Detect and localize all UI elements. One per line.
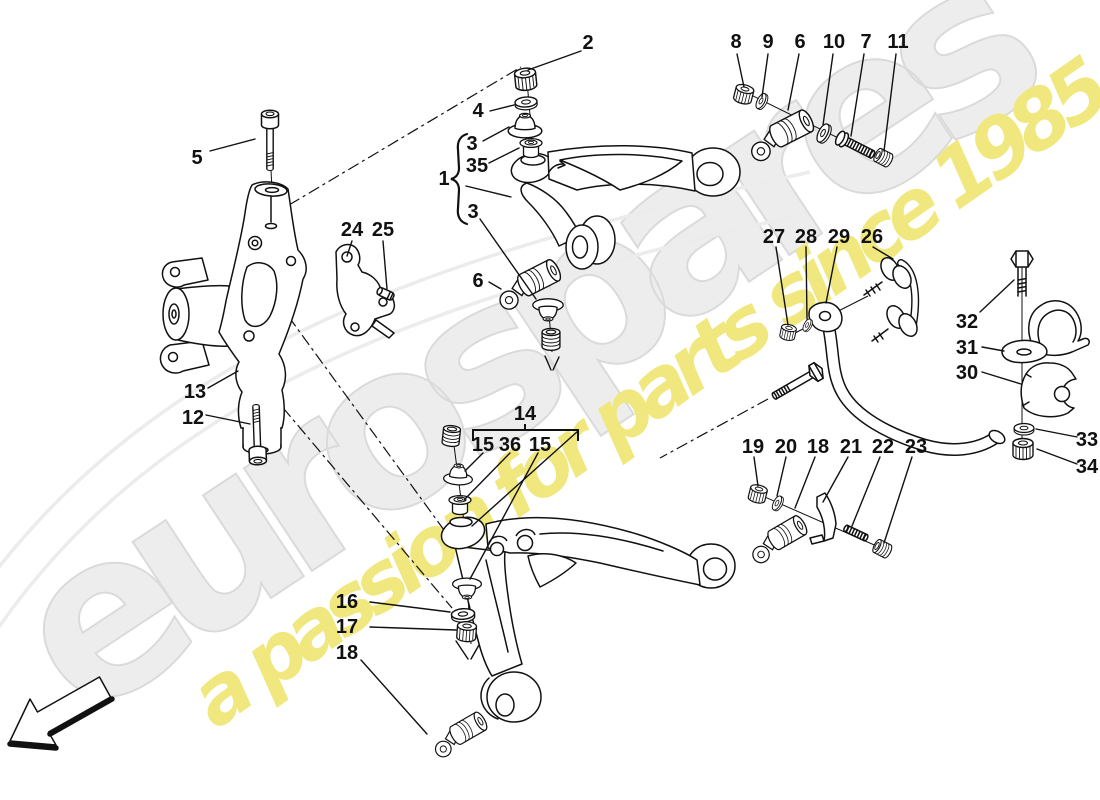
washer-16: [450, 607, 476, 624]
part-label-36: 36: [499, 434, 521, 456]
part-label-15: 15: [472, 434, 494, 456]
long-bolt: [771, 361, 824, 400]
part-label-5: 5: [191, 147, 202, 169]
nut-2: [513, 66, 538, 93]
bolt-32: [1010, 250, 1034, 297]
part-label-30: 30: [956, 362, 978, 384]
bush-35: [519, 137, 543, 159]
knuckle-bracket-24: [335, 243, 396, 339]
part-label-34: 34: [1076, 456, 1099, 478]
part-label-27: 27: [763, 226, 785, 248]
washer-4: [513, 95, 539, 112]
part-label-32: 32: [956, 311, 978, 333]
part-label-18: 18: [807, 436, 829, 458]
part-label-3: 3: [467, 201, 478, 223]
bracket-31: [1001, 300, 1090, 364]
part-label-18: 18: [336, 642, 358, 664]
part-label-29: 29: [828, 226, 850, 248]
part-label-19: 19: [742, 436, 764, 458]
part-label-21: 21: [840, 436, 862, 458]
upper-control-arm: [510, 144, 741, 270]
washer-33: [1013, 422, 1035, 436]
pivot-bushing-6-top: [743, 107, 819, 165]
leader-lines: [205, 50, 1078, 735]
part-label-22: 22: [872, 436, 894, 458]
plug-23: [870, 537, 895, 560]
bush-3-upper: [507, 112, 543, 139]
washer-10: [813, 121, 835, 146]
part-label-26: 26: [861, 226, 883, 248]
part-label-31: 31: [956, 337, 978, 359]
part-label-11: 11: [887, 31, 908, 53]
bracket-14: [472, 424, 579, 441]
brace-1: [450, 132, 469, 226]
part-label-4: 4: [472, 100, 484, 122]
part-label-8: 8: [730, 31, 741, 53]
pivot-bushing-18-left: [428, 709, 492, 761]
part-label-9: 9: [762, 31, 773, 53]
part-label-1: 1: [438, 168, 449, 190]
stud-22: [843, 524, 869, 542]
part-label-28: 28: [795, 226, 817, 248]
pivot-bushing-18-right: [745, 513, 812, 567]
part-label-24: 24: [341, 219, 364, 241]
part-label-6: 6: [472, 270, 483, 292]
bush-36: [448, 494, 472, 516]
part-label-2: 2: [582, 32, 593, 54]
part-label-20: 20: [775, 436, 797, 458]
steering-knuckle: [159, 181, 307, 455]
plug-under-arm: [541, 327, 561, 351]
bush-3-lower: [532, 298, 564, 322]
bracket-21: [809, 492, 837, 545]
part-label-14: 14: [514, 403, 537, 425]
washer-20: [769, 494, 786, 513]
part-label-10: 10: [823, 31, 845, 53]
bushing-30: [1020, 362, 1077, 418]
part-label-6: 6: [794, 31, 805, 53]
nut-27: [778, 322, 798, 343]
watermark-swoosh: [0, 170, 811, 629]
part-label-3: 3: [466, 133, 477, 155]
part-label-7: 7: [860, 31, 871, 53]
part-label-12: 12: [182, 407, 204, 429]
nut-17: [455, 620, 478, 643]
plug-11: [871, 146, 896, 169]
lower-control-arm: [440, 516, 736, 723]
pin-25: [376, 286, 395, 301]
part-label-35: 35: [466, 155, 488, 177]
anti-roll-bar: [808, 301, 1006, 456]
nut-34: [1012, 437, 1034, 461]
part-label-15: 15: [529, 434, 551, 456]
part-label-17: 17: [336, 616, 358, 638]
part-label-13: 13: [184, 381, 206, 403]
drop-link-26: [863, 257, 920, 343]
plug-top-14: [441, 424, 462, 448]
direction-arrow: [7, 676, 115, 751]
bolt-7: [834, 130, 876, 159]
part-label-25: 25: [372, 219, 394, 241]
part-label-33: 33: [1076, 429, 1098, 451]
part-label-23: 23: [905, 436, 927, 458]
part-label-16: 16: [336, 591, 358, 613]
socket-bolt-5: [260, 109, 280, 172]
washer-28: [800, 317, 815, 334]
